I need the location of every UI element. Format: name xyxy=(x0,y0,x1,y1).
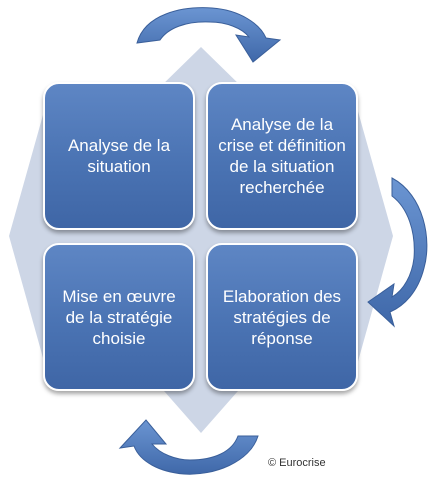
box-strategy-elaboration-label: Elaboration des stratégies de réponse xyxy=(222,286,342,348)
cycle-arrow-top xyxy=(136,7,282,63)
box-strategy-implementation: Mise en œuvre de la stratégie choisie xyxy=(43,243,195,391)
box-situation-analysis: Analyse de la situation xyxy=(43,82,195,230)
box-strategy-elaboration: Elaboration des stratégies de réponse xyxy=(206,243,358,391)
box-crisis-analysis-label: Analyse de la crise et définition de la … xyxy=(218,115,346,197)
copyright-text: © Eurocrise xyxy=(268,457,326,469)
cycle-arrow-bottom xyxy=(118,419,259,475)
box-crisis-analysis: Analyse de la crise et définition de la … xyxy=(206,82,358,230)
box-situation-analysis-label: Analyse de la situation xyxy=(67,136,171,176)
cycle-arrow-right xyxy=(367,177,428,328)
box-strategy-implementation-label: Mise en œuvre de la stratégie choisie xyxy=(62,286,176,348)
